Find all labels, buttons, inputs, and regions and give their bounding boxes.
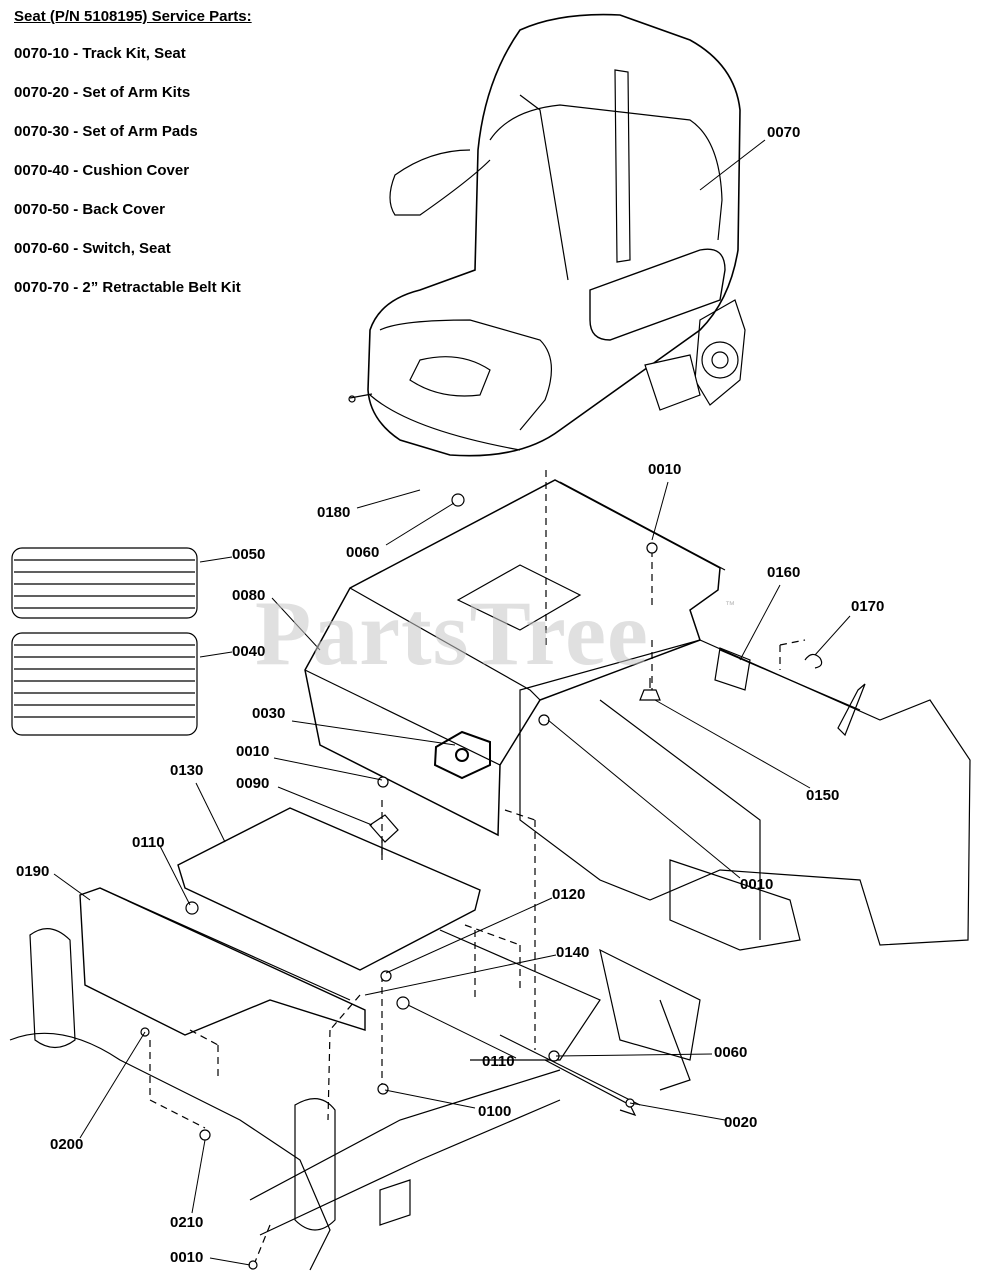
service-parts-list: Seat (P/N 5108195) Service Parts: 0070-1…	[14, 8, 314, 318]
cover-panel-0050	[11, 547, 198, 619]
service-part-item: 0070-40 - Cushion Cover	[14, 162, 190, 179]
service-part-item: 0070-70 - 2” Retractable Belt Kit	[14, 279, 241, 296]
callout-0050[interactable]: 0050	[232, 546, 266, 563]
callout-0010[interactable]: 0010	[648, 461, 682, 478]
callout-0040[interactable]: 0040	[232, 643, 266, 660]
callout-0060[interactable]: 0060	[346, 544, 380, 561]
service-part-item: 0070-60 - Switch, Seat	[14, 240, 171, 257]
lower-frame	[9, 928, 641, 1271]
service-part-item: 0070-30 - Set of Arm Pads	[14, 123, 198, 140]
callout-0210[interactable]: 0210	[170, 1214, 204, 1231]
callout-0130[interactable]: 0130	[170, 762, 204, 779]
callout-0010[interactable]: 0010	[740, 876, 774, 893]
callout-0010[interactable]: 0010	[236, 743, 270, 760]
bracket-0190	[79, 887, 366, 1036]
callout-0160[interactable]: 0160	[767, 564, 801, 581]
callout-0100[interactable]: 0100	[478, 1103, 512, 1120]
callout-0190[interactable]: 0190	[16, 863, 50, 880]
callout-0070[interactable]: 0070	[767, 124, 801, 141]
seat-switch	[433, 730, 491, 780]
service-part-item: 0070-10 - Track Kit, Seat	[14, 45, 186, 62]
callout-0060[interactable]: 0060	[714, 1044, 748, 1061]
callout-0080[interactable]: 0080	[232, 587, 266, 604]
service-part-item: 0070-50 - Back Cover	[14, 201, 165, 218]
bumper-0150	[639, 678, 661, 701]
callout-0140[interactable]: 0140	[556, 944, 590, 961]
spring-rod	[714, 647, 866, 737]
callout-0120[interactable]: 0120	[552, 886, 586, 903]
callout-0090[interactable]: 0090	[236, 775, 270, 792]
seat-assembly	[348, 13, 746, 457]
frame	[519, 639, 971, 1091]
service-parts-title: Seat (P/N 5108195) Service Parts:	[14, 8, 252, 25]
service-part-item: 0070-20 - Set of Arm Kits	[14, 84, 191, 101]
callout-0020[interactable]: 0020	[724, 1114, 758, 1131]
callout-0110[interactable]: 0110	[132, 834, 165, 851]
seat-pan	[304, 479, 726, 837]
callout-0200[interactable]: 0200	[50, 1136, 84, 1153]
trademark-symbol: ™	[725, 600, 735, 611]
cover-panel-0040	[11, 632, 198, 736]
callout-0170[interactable]: 0170	[851, 598, 885, 615]
callout-0110[interactable]: 0110	[482, 1053, 515, 1070]
callout-0010[interactable]: 0010	[170, 1249, 204, 1266]
callout-0150[interactable]: 0150	[806, 787, 840, 804]
callout-0030[interactable]: 0030	[252, 705, 286, 722]
watermark: PartsTree	[255, 582, 649, 684]
battery-plate	[177, 807, 481, 971]
callout-0180[interactable]: 0180	[317, 504, 351, 521]
